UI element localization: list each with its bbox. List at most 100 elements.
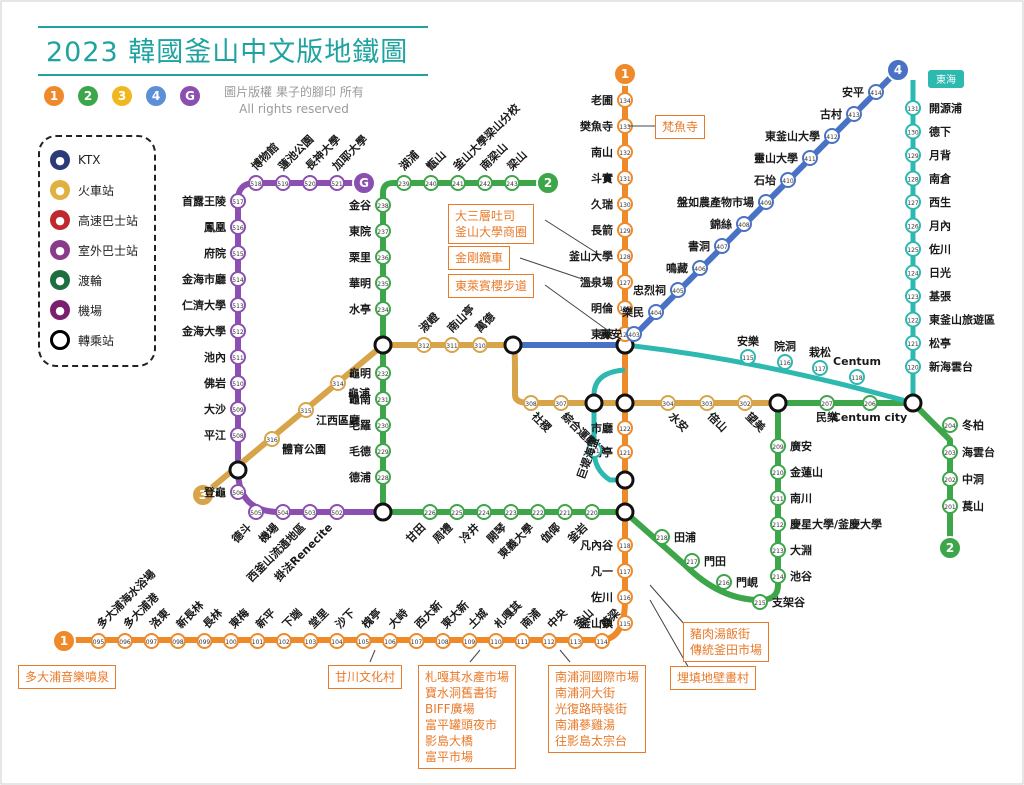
- station-marker[interactable]: [617, 248, 633, 264]
- station-marker[interactable]: [905, 311, 921, 328]
- station-marker[interactable]: [143, 633, 160, 649]
- station-marker[interactable]: [329, 175, 345, 191]
- station-marker[interactable]: [375, 197, 391, 213]
- station-marker[interactable]: [416, 337, 432, 353]
- station-marker[interactable]: [670, 282, 686, 298]
- station-marker[interactable]: [117, 633, 133, 649]
- station-marker[interactable]: [230, 193, 246, 209]
- station-marker[interactable]: [223, 633, 239, 649]
- station-marker[interactable]: [330, 375, 346, 391]
- station-marker[interactable]: [249, 633, 266, 649]
- station-marker[interactable]: [90, 633, 107, 649]
- station-marker[interactable]: [230, 427, 246, 443]
- station-marker[interactable]: [752, 594, 768, 610]
- station-marker[interactable]: [905, 335, 921, 351]
- station-marker[interactable]: [444, 337, 460, 353]
- station-marker[interactable]: [868, 84, 884, 100]
- station-marker[interactable]: [450, 175, 466, 191]
- station-marker[interactable]: [541, 633, 557, 649]
- station-marker[interactable]: [942, 471, 958, 487]
- station-marker[interactable]: [617, 563, 633, 579]
- station-marker[interactable]: [684, 553, 700, 569]
- station-marker[interactable]: [905, 358, 921, 375]
- station-marker[interactable]: [504, 175, 520, 191]
- station-marker[interactable]: [905, 194, 921, 210]
- station-marker[interactable]: [375, 443, 391, 459]
- station-marker[interactable]: [594, 633, 610, 649]
- station-marker[interactable]: [942, 417, 958, 433]
- station-marker[interactable]: [230, 297, 246, 313]
- station-marker[interactable]: [461, 633, 478, 649]
- station-marker[interactable]: [355, 633, 372, 649]
- station-marker[interactable]: [654, 529, 670, 545]
- station-marker[interactable]: [617, 300, 633, 316]
- station-marker[interactable]: [770, 542, 786, 558]
- station-marker[interactable]: [408, 633, 425, 649]
- station-marker[interactable]: [905, 147, 921, 163]
- station-marker[interactable]: [617, 170, 633, 186]
- station-marker[interactable]: [230, 401, 246, 417]
- station-marker[interactable]: [375, 469, 391, 485]
- station-marker[interactable]: [514, 633, 531, 649]
- station-marker[interactable]: [617, 420, 633, 436]
- station-marker[interactable]: [617, 615, 633, 631]
- station-marker[interactable]: [503, 504, 519, 520]
- station-marker[interactable]: [905, 217, 921, 234]
- station-marker[interactable]: [626, 326, 642, 342]
- station-marker[interactable]: [617, 92, 633, 108]
- station-marker[interactable]: [248, 504, 264, 520]
- station-marker[interactable]: [770, 464, 786, 480]
- station-marker[interactable]: [617, 196, 633, 212]
- station-marker[interactable]: [617, 444, 633, 460]
- station-marker[interactable]: [905, 264, 921, 281]
- station-marker[interactable]: [716, 574, 732, 590]
- station-marker[interactable]: [812, 360, 828, 376]
- station-marker[interactable]: [248, 175, 264, 191]
- station-marker[interactable]: [170, 633, 186, 649]
- station-marker[interactable]: [905, 100, 921, 116]
- station-marker[interactable]: [699, 395, 715, 411]
- station-marker[interactable]: [780, 172, 796, 188]
- station-marker[interactable]: [586, 442, 602, 458]
- station-marker[interactable]: [740, 349, 756, 365]
- station-marker[interactable]: [617, 222, 633, 238]
- station-marker[interactable]: [230, 349, 246, 365]
- station-marker[interactable]: [530, 504, 546, 520]
- station-marker[interactable]: [423, 175, 439, 191]
- station-marker[interactable]: [714, 238, 730, 254]
